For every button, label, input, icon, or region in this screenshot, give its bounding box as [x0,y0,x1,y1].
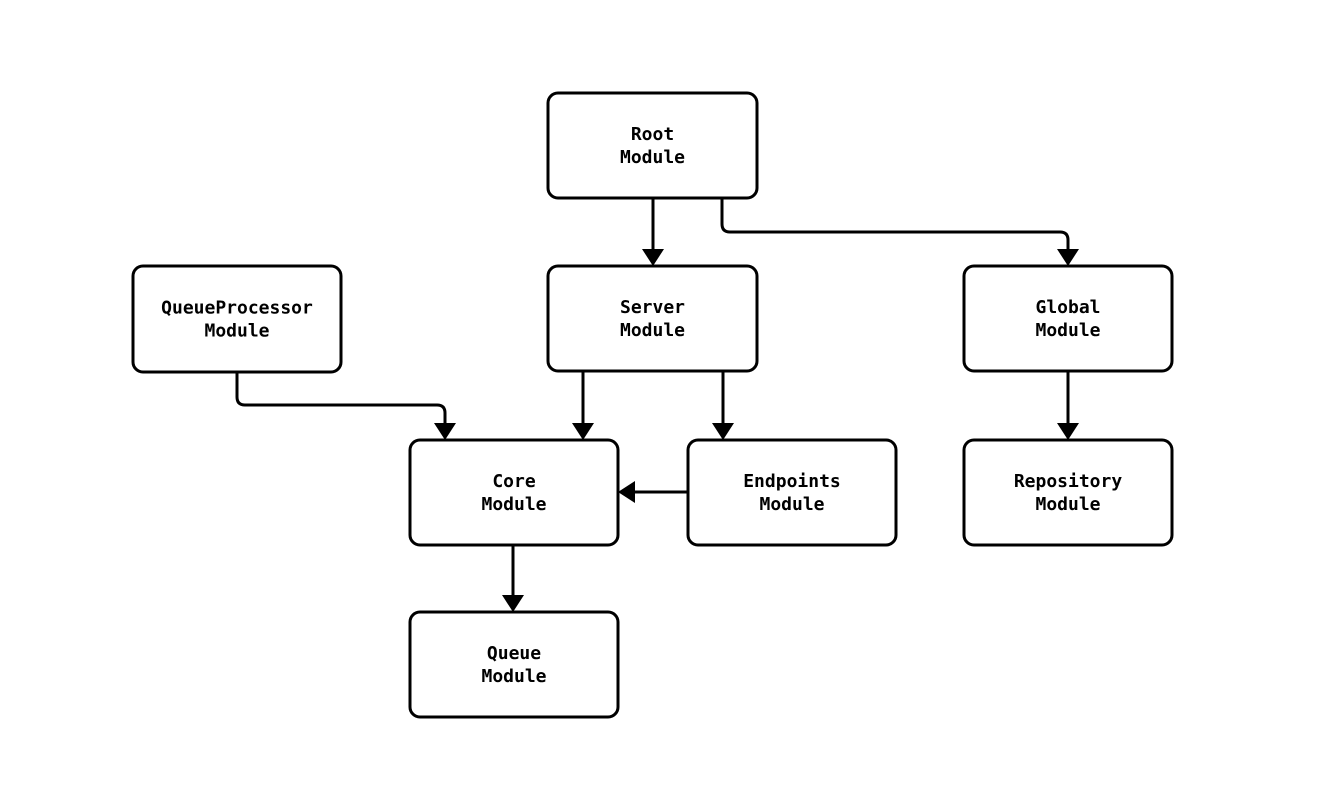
arrowhead-server-endpoints [712,423,734,440]
arrowhead-root-server [642,249,664,266]
arrowhead-global-repository [1057,423,1079,440]
arrowhead-queueprocessor-core [434,423,456,440]
node-global-box [962,264,1174,373]
node-root-box [546,91,759,200]
node-core-box [408,438,620,547]
node-queueprocessor-box [131,264,343,374]
node-queue-box [408,610,620,719]
arrowhead-server-core [572,423,594,440]
arrowhead-endpoints-core [618,481,635,503]
node-repository-box [962,438,1174,547]
arrowhead-core-queue [502,595,524,612]
node-server-box [546,264,759,373]
node-endpoints-box [686,438,898,547]
arrowhead-root-global [1057,249,1079,266]
edge-queueprocessor-core [235,372,447,425]
edge-root-global [720,198,1070,251]
